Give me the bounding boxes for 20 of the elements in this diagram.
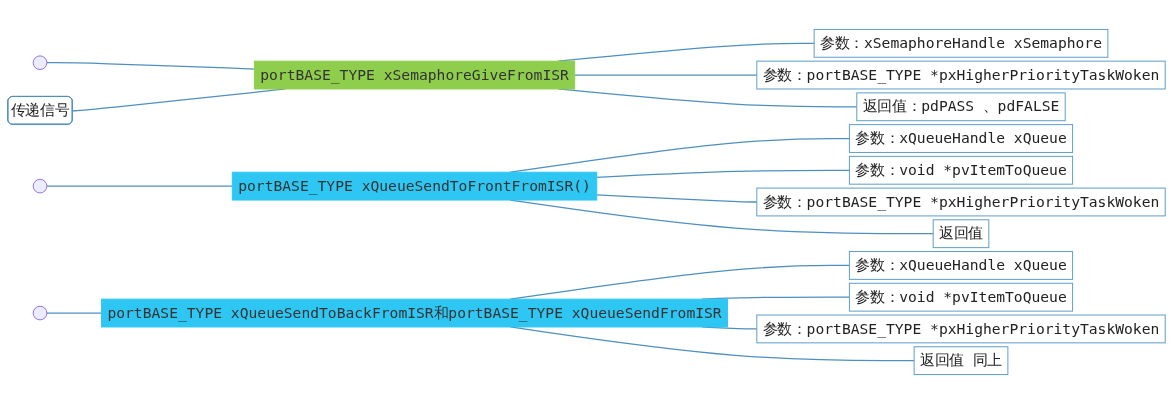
node-box: portBASE_TYPE xQueueSendToBackFromISR和portBASE_TYPE xQueueSendFromISR: [101, 298, 728, 328]
node-box: 参数：void *pvItemToQueue: [848, 282, 1074, 312]
node-box: 参数：void *pvItemToQueue: [848, 155, 1074, 185]
node-box: 返回值: [932, 219, 990, 249]
connector: [46, 185, 233, 187]
connector: [46, 62, 255, 70]
connector: [596, 194, 758, 203]
node-box: 参数：xQueueHandle xQueue: [848, 124, 1074, 153]
node-box: 参数：portBASE_TYPE *pxHigherPriorityTaskWoken: [756, 314, 1166, 344]
node-box: 参数：xSemaphoreHandle xSemaphore: [813, 28, 1109, 58]
connector: [596, 169, 851, 178]
node-box: portBASE_TYPE xQueueSendToFrontFromISR(): [231, 171, 598, 201]
node-box: 参数：portBASE_TYPE *pxHigherPriorityTaskWoken: [756, 187, 1166, 217]
node-box: 返回值：pdPASS 、pdFALSE: [856, 92, 1066, 122]
connector: [46, 312, 103, 314]
node-box: 返回值 同上: [913, 346, 1009, 376]
node-box: portBASE_TYPE xSemaphoreGiveFromISR: [253, 60, 576, 90]
node-box: 参数：portBASE_TYPE *pxHigherPriorityTaskWoken: [756, 60, 1166, 90]
node-box: 参数：xQueueHandle xQueue: [848, 251, 1074, 280]
connector: [574, 74, 758, 76]
